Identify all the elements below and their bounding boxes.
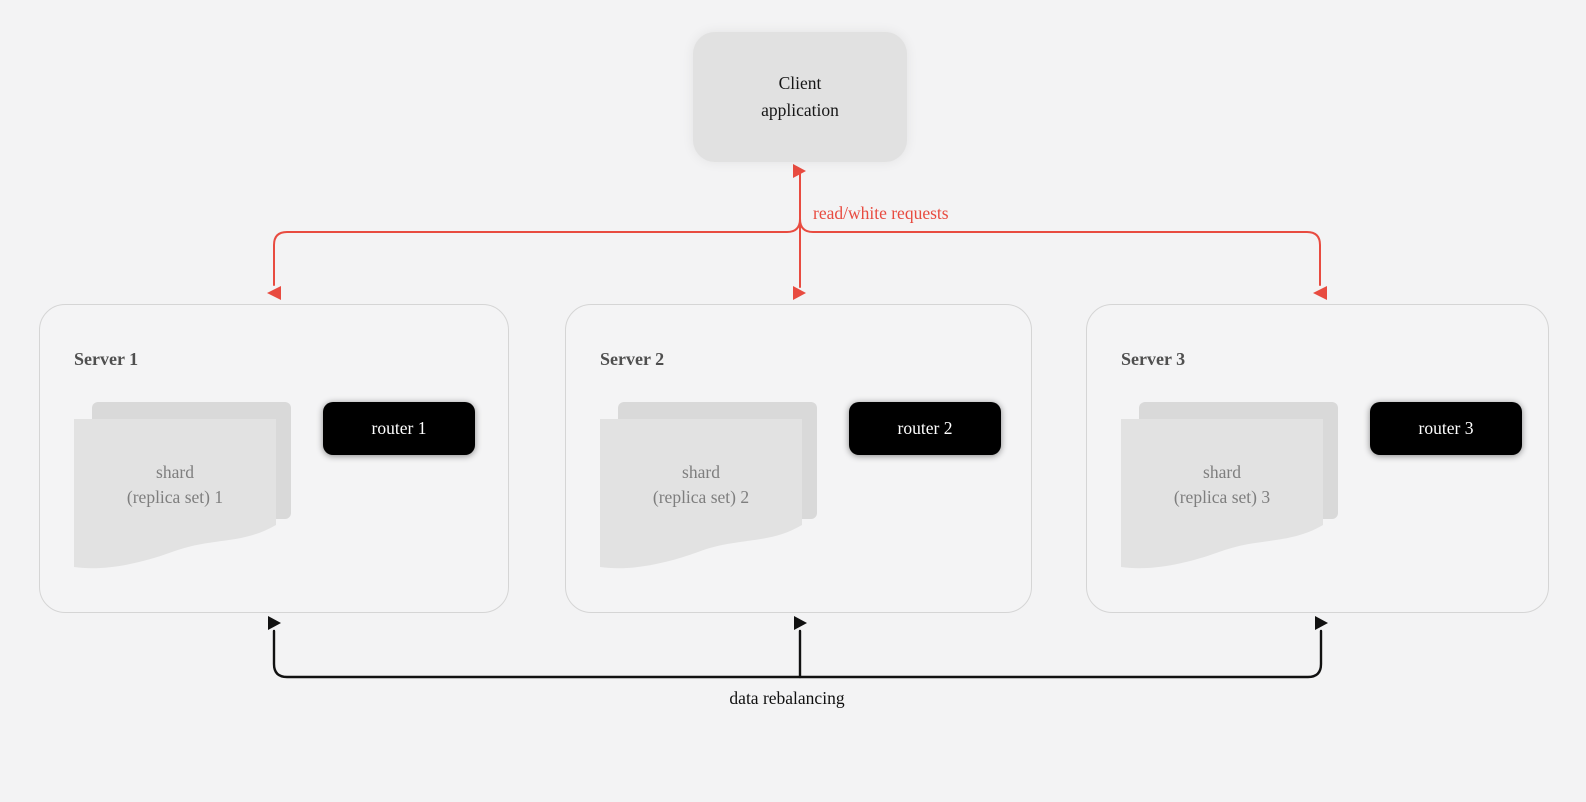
document-front-shape (74, 419, 276, 569)
client-application-label: Client application (761, 73, 839, 120)
document-front-shape (1121, 419, 1323, 569)
document-stack-icon (74, 402, 291, 569)
shard-replica-set-3-node: shard (replica set) 3 (1121, 402, 1339, 574)
server-3-node: Server 3 shard (replica set) 3 router 3 (1086, 304, 1549, 613)
rebalancing-connector-main (272, 629, 1323, 679)
shard-2-label-line1: shard (682, 462, 720, 482)
read-write-requests-label: read/white requests (813, 203, 949, 223)
server-2-title: Server 2 (600, 349, 665, 369)
document-front-shape (600, 419, 802, 569)
server-1-title: Server 1 (74, 349, 139, 369)
shard-1-label-line1: shard (156, 462, 194, 482)
server-3-title: Server 3 (1121, 349, 1186, 369)
server-1-node: Server 1 shard (replica set) 1 router 1 (39, 304, 509, 613)
client-application-node: Client application (693, 32, 907, 162)
shard-1-label: shard (replica set) 1 (74, 460, 276, 510)
read-write-connector-left-branch (273, 218, 801, 286)
arrowhead-icon-rebalancing-server1 (268, 616, 281, 630)
shard-3-label-line2: (replica set) 3 (1173, 487, 1271, 507)
arrowhead-icon-rebalancing-server2 (794, 616, 807, 630)
shard-1-label-line2: (replica set) 1 (126, 487, 224, 507)
shard-2-label-line2: (replica set) 2 (652, 487, 750, 507)
data-rebalancing-label: data rebalancing (729, 688, 845, 708)
shard-3-label-line1: shard (1203, 462, 1241, 482)
arrowhead-icon-to-client (793, 164, 806, 178)
router-3-node: router 3 (1370, 402, 1522, 455)
arrowhead-icon-to-server1 (267, 286, 281, 300)
shard-replica-set-1-node: shard (replica set) 1 (74, 402, 292, 574)
document-stack-icon (600, 402, 817, 569)
router-1-node: router 1 (323, 402, 475, 455)
arrowhead-icon-to-server2 (793, 286, 806, 300)
router-2-node: router 2 (849, 402, 1001, 455)
read-write-connector-right-branch (799, 218, 1321, 286)
shard-3-label: shard (replica set) 3 (1121, 460, 1323, 510)
document-stack-icon (1121, 402, 1338, 569)
server-2-node: Server 2 shard (replica set) 2 router 2 (565, 304, 1032, 613)
shard-2-label: shard (replica set) 2 (600, 460, 802, 510)
arrowhead-icon-to-server3 (1313, 286, 1327, 300)
arrowhead-icon-rebalancing-server3 (1315, 616, 1328, 630)
shard-replica-set-2-node: shard (replica set) 2 (600, 402, 818, 574)
